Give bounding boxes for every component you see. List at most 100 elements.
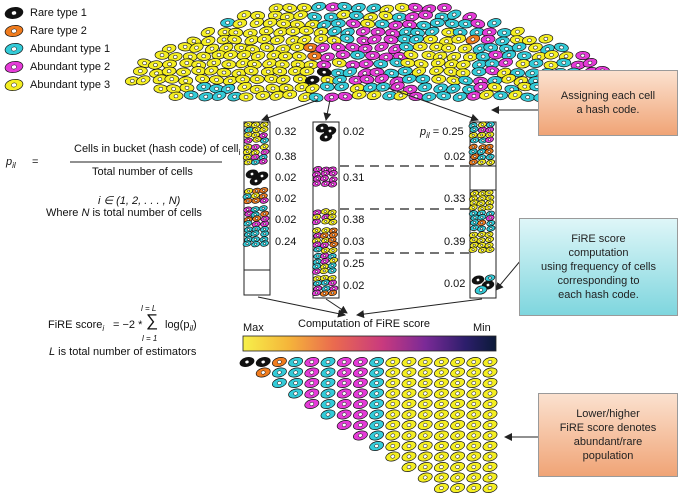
tissue-cell-icon xyxy=(336,9,351,20)
bucket-cell-icon xyxy=(468,159,478,166)
legend-label: Rare type 2 xyxy=(30,25,87,37)
ranked-cell-icon xyxy=(336,409,352,420)
tissue-cell-icon xyxy=(457,43,473,54)
tissue-cell-icon xyxy=(249,74,265,84)
tissue-cell-icon xyxy=(575,51,591,61)
col2-prob: 0.38 xyxy=(343,214,365,226)
tissue-cell-icon xyxy=(220,18,235,28)
tissue-cell-icon xyxy=(430,18,445,28)
tissue-cell-icon xyxy=(292,74,308,84)
ranked-cell-icon xyxy=(466,483,482,493)
bucket-cell-icon xyxy=(312,241,322,248)
tissue-cell-icon xyxy=(216,68,232,78)
tissue-cell-icon xyxy=(528,58,544,68)
ranked-cell-icon xyxy=(385,357,401,367)
bucket-cell-icon xyxy=(474,285,488,295)
col1-prob: 0.32 xyxy=(275,126,297,138)
tissue-cell-icon xyxy=(164,74,180,84)
ranked-cell-icon xyxy=(353,409,368,420)
ranked-cell-icon xyxy=(417,367,433,378)
tissue-cell-icon xyxy=(400,58,416,68)
tissue-cell-icon xyxy=(357,44,373,54)
l-desc: is total number of estimators xyxy=(55,346,197,358)
bucket-cell-icon xyxy=(469,126,479,133)
ranked-cell-icon xyxy=(434,430,449,441)
tissue-cell-icon xyxy=(397,34,413,44)
tissue-cell-icon xyxy=(508,90,523,100)
tissue-cell-icon xyxy=(452,92,468,102)
bucket-cell-icon xyxy=(485,236,495,243)
ranked-cell-icon xyxy=(417,409,433,420)
tissue-cell-icon xyxy=(412,42,428,52)
tissue-cell-icon xyxy=(196,51,212,61)
ranked-cell-icon xyxy=(320,367,336,378)
tissue-cell-icon xyxy=(348,11,364,21)
tissue-cell-icon xyxy=(270,35,285,45)
bucket-cell-icon xyxy=(328,247,338,254)
bucket-cell-icon xyxy=(471,275,485,285)
bucket-cell-icon xyxy=(260,137,270,144)
ranked-cell-icon xyxy=(434,409,449,420)
tissue-cell-icon xyxy=(196,82,211,92)
bucket-cell-icon xyxy=(327,236,337,243)
col1-prob: 0.02 xyxy=(275,172,297,184)
ranked-cell-icon xyxy=(434,472,449,483)
bucket-cell-icon xyxy=(327,262,337,269)
ranked-cell-icon xyxy=(482,451,498,462)
tissue-cell-icon xyxy=(417,82,433,92)
bucket-cell-icon xyxy=(328,176,338,183)
bucket-cell-icon xyxy=(259,187,269,194)
bucket-cell-icon xyxy=(470,137,480,144)
ranked-cell-icon xyxy=(353,420,368,430)
tissue-cell-icon xyxy=(480,34,496,45)
ranked-cell-icon xyxy=(417,378,433,388)
tissue-cell-icon xyxy=(305,83,320,94)
tissue-cell-icon xyxy=(365,51,380,61)
ranked-cell-icon xyxy=(255,357,271,367)
tissue-cell-icon xyxy=(262,17,278,28)
ranked-cell-icon xyxy=(466,357,482,367)
tissue-cell-icon xyxy=(394,2,410,13)
ranked-cell-icon xyxy=(434,399,449,409)
ranked-cell-icon xyxy=(336,357,352,367)
bucket-cell-icon xyxy=(477,159,487,166)
tissue-cell-icon xyxy=(209,75,224,85)
ranked-cell-icon xyxy=(239,357,255,367)
ranked-cell-icon xyxy=(417,420,433,430)
bucket-cell-icon xyxy=(251,197,261,204)
ranked-cell-icon xyxy=(417,462,433,472)
bucket-cell-icon xyxy=(327,275,337,282)
dashed-connectors xyxy=(340,165,470,254)
bucket-cell-icon xyxy=(258,158,268,165)
tissue-cell-icon xyxy=(178,76,194,86)
tissue-cell-icon xyxy=(320,75,336,85)
tissue-cell-icon xyxy=(517,82,533,92)
ranked-cell-icon xyxy=(353,388,368,399)
ranked-cell-icon xyxy=(385,451,401,462)
bucket-cell-icon xyxy=(477,242,487,249)
bucket-cell-icon xyxy=(311,289,321,297)
tissue-cell-icon xyxy=(375,82,391,92)
equals-sign: = xyxy=(32,156,39,168)
ranked-cell-icon xyxy=(466,472,482,483)
bucket-cell-icon xyxy=(259,126,269,133)
bucket-cell-icon xyxy=(243,226,253,233)
bucket-cell-icon xyxy=(319,132,333,142)
tissue-cell-icon xyxy=(515,59,531,69)
score-label: FiRE score xyxy=(48,319,103,331)
col3-top-prob: pil = 0.25 xyxy=(420,126,464,140)
ranked-cell-icon xyxy=(401,441,417,451)
where-clause: Where N is total number of cells xyxy=(46,207,202,219)
tissue-cell-icon xyxy=(339,33,355,44)
bucket-cell-icon xyxy=(260,240,270,247)
tissue-cell-icon xyxy=(384,68,399,78)
col1-prob: 0.02 xyxy=(275,193,297,205)
ranked-cell-icon xyxy=(434,451,449,462)
ranked-cell-icon xyxy=(304,357,320,367)
p-value: = 0.25 xyxy=(429,126,464,138)
bucket-cell-icon xyxy=(252,136,262,143)
ranked-cell-icon xyxy=(450,420,465,430)
callout-fire-computation: FiRE score computation using frequency o… xyxy=(519,218,678,316)
bucket-cell-icon xyxy=(476,148,486,155)
ranked-cell-icon xyxy=(369,357,384,367)
